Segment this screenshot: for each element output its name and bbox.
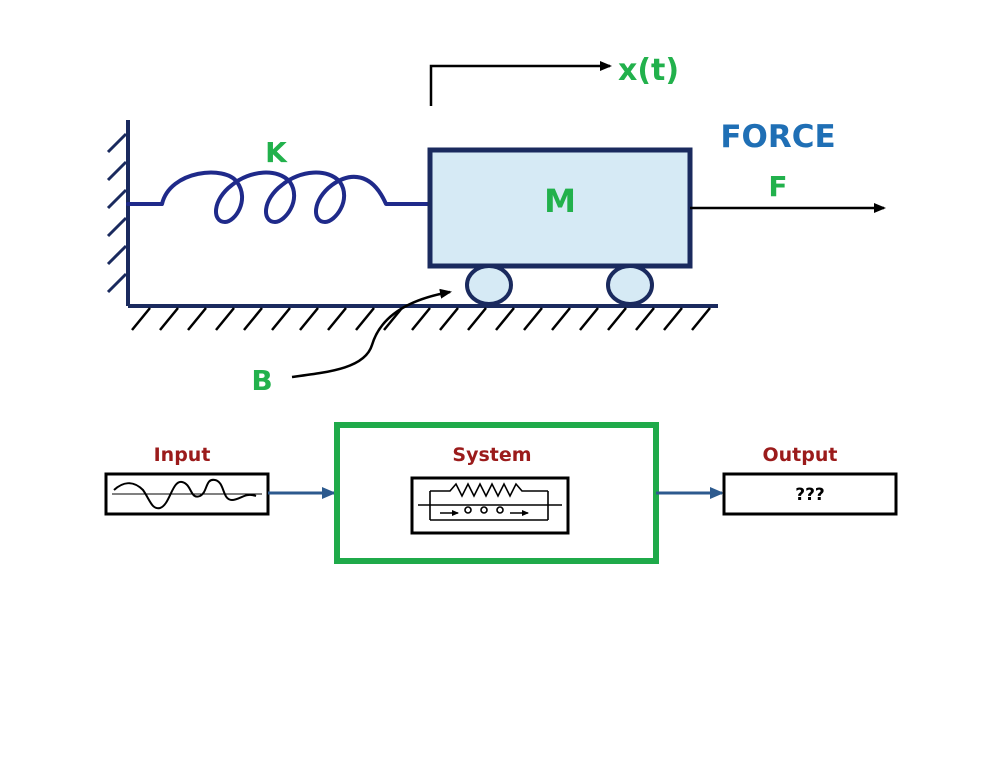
output-box (722, 472, 898, 516)
system-label: System (452, 444, 531, 466)
ground-hatching (131, 307, 711, 331)
mass-block (427, 147, 693, 269)
system-thumbnail-graphic (418, 482, 562, 521)
spring-label: K (265, 136, 288, 169)
wall-hatching (106, 132, 128, 294)
force-title: FORCE (720, 119, 835, 155)
damping-arrow (291, 288, 452, 379)
input-label: Input (154, 444, 211, 466)
force-symbol: F (768, 170, 787, 203)
mechanical-system: K M x(t) FORCE F B (106, 53, 886, 397)
right-wheel (606, 264, 654, 306)
input-signal-graphic (112, 478, 262, 510)
damping-label: B (251, 364, 272, 397)
displacement-label: x(t) (618, 53, 679, 88)
displacement-arrow (429, 61, 612, 106)
spring (126, 170, 432, 224)
fixed-wall (106, 120, 130, 306)
block-diagram: Input System Output ??? (104, 422, 898, 564)
left-wheel (465, 264, 513, 306)
ground (128, 304, 718, 331)
output-value: ??? (795, 485, 825, 505)
mass-label: M (544, 182, 576, 220)
output-label: Output (763, 444, 838, 466)
